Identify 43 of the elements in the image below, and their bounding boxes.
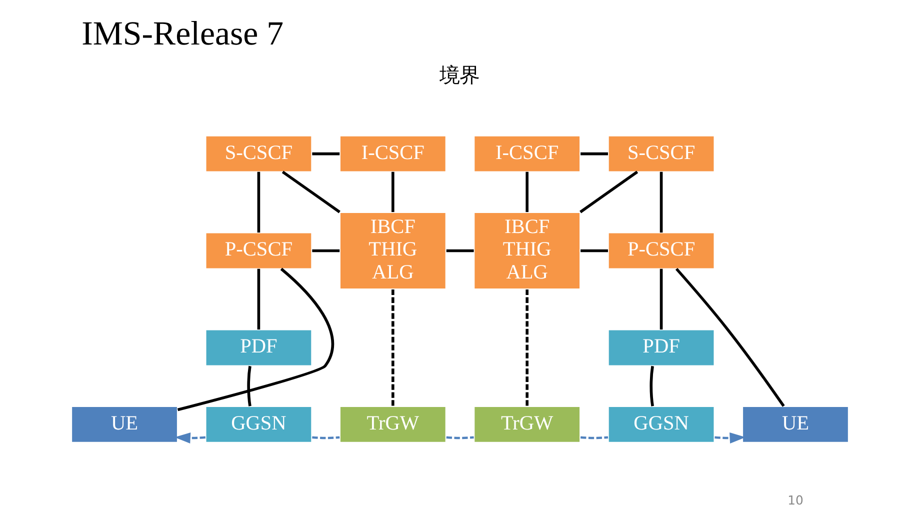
connector xyxy=(446,249,474,252)
connector xyxy=(659,172,662,233)
connector xyxy=(390,172,394,212)
label: 10 xyxy=(787,492,803,508)
node-box: UE xyxy=(741,406,849,444)
connector xyxy=(580,152,608,156)
connector xyxy=(525,172,528,212)
connector xyxy=(312,436,340,440)
connector xyxy=(580,249,608,252)
node-box: P-CSCF xyxy=(607,232,714,270)
connector xyxy=(579,170,638,214)
node-box: TrGW xyxy=(473,406,580,444)
node-box: I-CSCF xyxy=(338,135,446,172)
node-box: PDF xyxy=(607,329,714,366)
connector xyxy=(446,436,474,440)
connector xyxy=(281,170,340,214)
connector xyxy=(390,290,394,406)
node-box: IBCF THIG ALG xyxy=(473,212,580,290)
arrow xyxy=(714,432,746,444)
node-box: I-CSCF xyxy=(473,135,580,172)
connector xyxy=(674,268,784,407)
node-box: UE xyxy=(70,406,178,444)
node-box: IBCF THIG ALG xyxy=(338,212,446,290)
node-box: P-CSCF xyxy=(204,232,312,270)
connector xyxy=(176,268,334,412)
connector xyxy=(256,268,260,330)
node-box: PDF xyxy=(204,329,312,366)
diagram-title: IMS-Release 7 xyxy=(81,15,284,52)
node-box: S-CSCF xyxy=(607,135,714,172)
connector xyxy=(659,268,662,330)
label: 境界 xyxy=(438,63,479,88)
connector xyxy=(256,172,260,233)
node-box: TrGW xyxy=(338,406,446,444)
node-box: GGSN xyxy=(607,406,714,444)
connector xyxy=(312,249,340,252)
connector xyxy=(649,366,654,406)
node-box: GGSN xyxy=(204,406,312,444)
connector xyxy=(580,436,608,440)
connector xyxy=(246,366,251,406)
node-box: S-CSCF xyxy=(204,135,312,172)
connector xyxy=(312,152,340,156)
arrow xyxy=(174,432,205,444)
connector xyxy=(525,290,528,406)
